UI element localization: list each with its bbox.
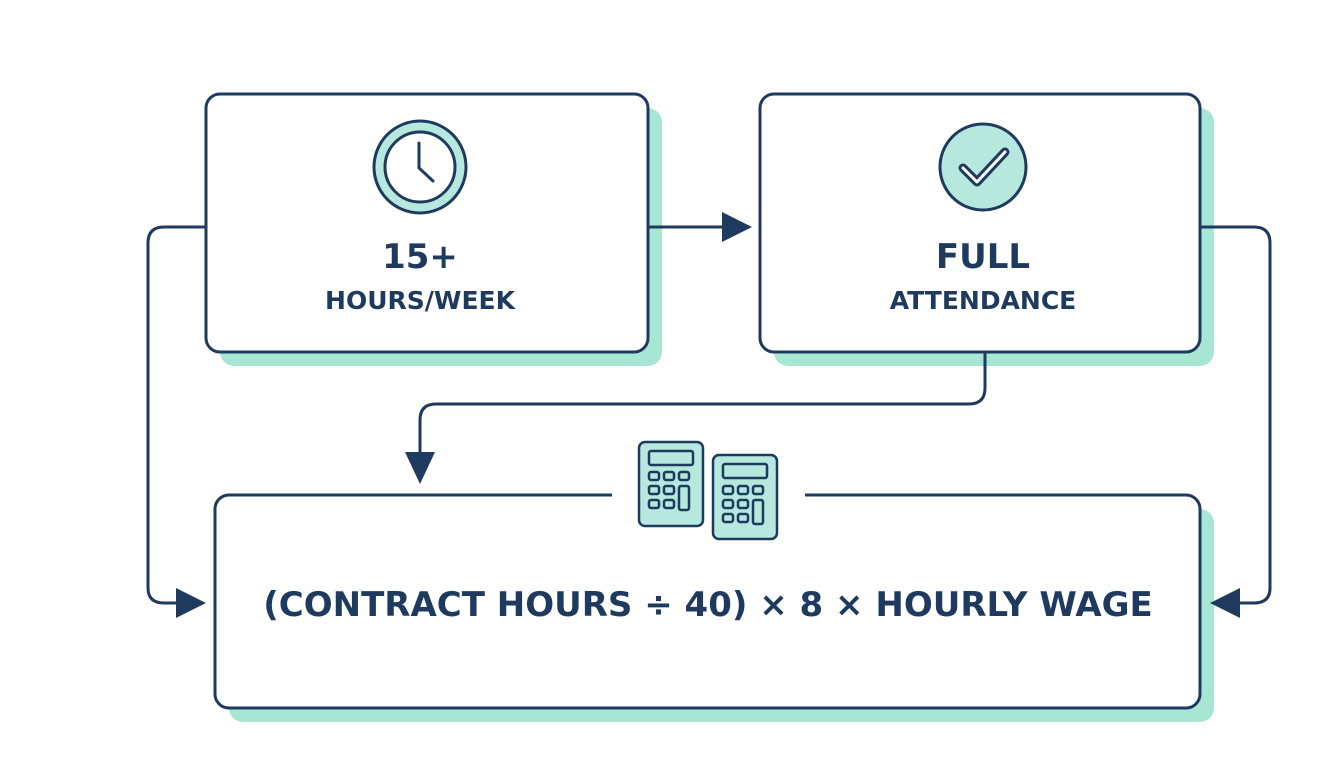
- arrow-attendance-right-to-formula: [1200, 225, 1272, 605]
- attendance-value: FULL: [935, 237, 1031, 277]
- arrow-hours-to-formula: [146, 225, 206, 605]
- arrowhead-icon: [722, 212, 752, 242]
- formula-text: (CONTRACT HOURS ÷ 40) × 8 × HOURLY WAGE: [263, 585, 1153, 625]
- hours-value: 15+: [382, 237, 458, 277]
- box-hours: [204, 92, 650, 354]
- checkmark-icon: [938, 122, 1028, 212]
- arrow-attendance-to-formula: [418, 352, 987, 474]
- calculator-icon: [637, 440, 779, 541]
- arrowhead-icon: [405, 452, 435, 484]
- arrowhead-icon: [176, 588, 206, 618]
- clock-icon: [372, 119, 468, 215]
- arrowhead-icon: [1210, 588, 1240, 618]
- attendance-label: ATTENDANCE: [889, 286, 1077, 315]
- box-attendance: [758, 92, 1202, 354]
- hours-label: HOURS/WEEK: [325, 286, 515, 315]
- formula-border-gap: [612, 490, 805, 500]
